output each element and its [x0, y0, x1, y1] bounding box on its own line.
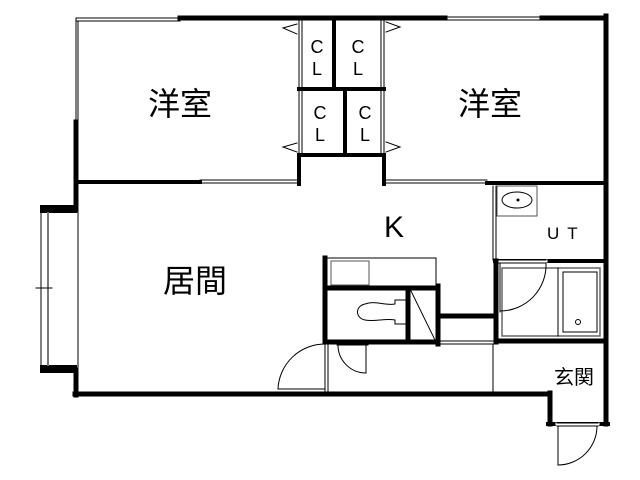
western-room-right-label: 洋室 [458, 85, 523, 123]
closet-2-line1: C [351, 37, 365, 57]
closet-4-line2: L [359, 125, 370, 145]
kitchen-label: K [384, 211, 405, 244]
closet-3-line2: L [314, 125, 325, 145]
closet-2-line2: L [352, 59, 363, 79]
walls [35, 13, 610, 466]
closet-label-1: C L [307, 36, 327, 80]
entrance-label: 玄関 [554, 365, 594, 389]
closet-label-4: C L [355, 102, 375, 146]
closet-3-line1: C [313, 103, 327, 123]
utility-label: UT [547, 224, 586, 243]
living-room-label: 居間 [163, 262, 228, 300]
closet-label-3: C L [310, 102, 330, 146]
closet-4-line1: C [358, 103, 372, 123]
western-room-left-label: 洋室 [148, 85, 213, 123]
closet-label-2: C L [348, 36, 368, 80]
closet-1-line2: L [311, 59, 322, 79]
closet-1-line1: C [310, 37, 324, 57]
